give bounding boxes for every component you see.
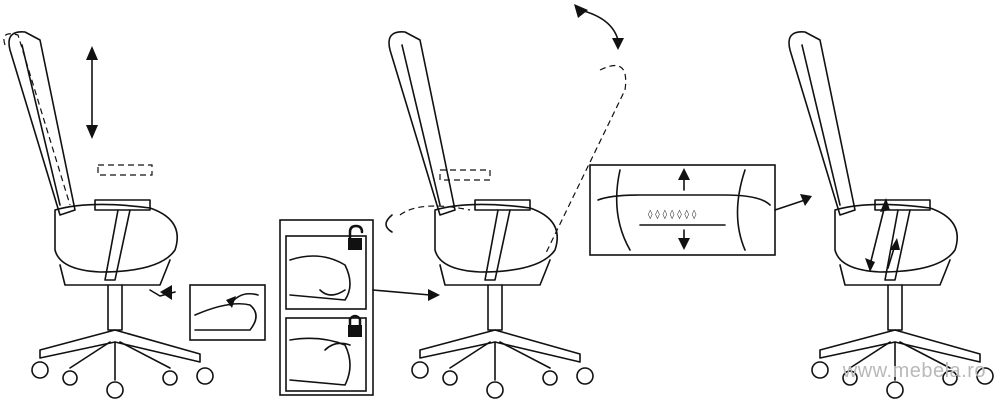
lock-arrow-icon	[324, 342, 351, 351]
chair-height-adjustment	[3, 31, 266, 399]
locked-padlock-icon	[348, 314, 362, 337]
svg-text:◊ ◊ ◊ ◊ ◊ ◊ ◊: ◊ ◊ ◊ ◊ ◊ ◊ ◊	[648, 209, 697, 220]
watermark: www.mebela.ro	[842, 360, 986, 382]
arrow-icon	[160, 285, 172, 300]
unlock-arrow-icon	[319, 289, 346, 296]
lumbar-inset: ◊ ◊ ◊ ◊ ◊ ◊ ◊	[589, 164, 812, 256]
double-arrow-vertical-icon	[86, 46, 98, 139]
chair-lumbar	[788, 31, 994, 399]
tilt-arrow-icon	[579, 9, 619, 41]
chair-tilt	[385, 4, 627, 399]
curved-arrow-icon	[226, 296, 236, 308]
tilt-lock-inset	[279, 219, 440, 396]
recline-arrow-icon	[385, 214, 393, 233]
unlocked-padlock-icon	[348, 224, 364, 250]
